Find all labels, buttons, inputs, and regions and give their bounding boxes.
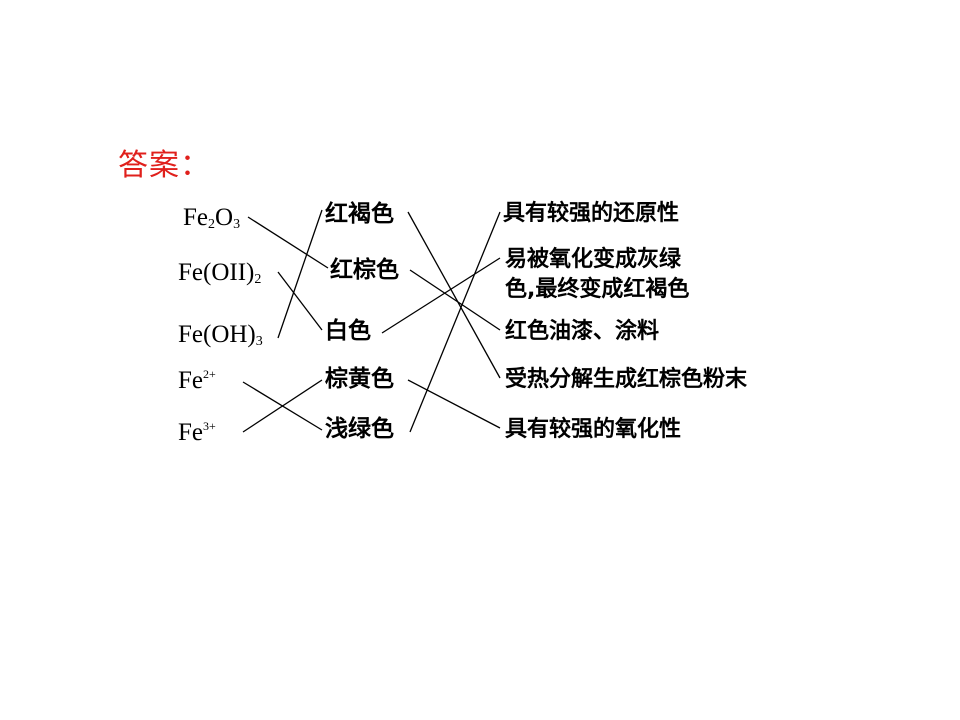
- property-oxidizing: 具有较强的氧化性: [505, 417, 682, 442]
- link-fe2o3-red-brown: [247, 216, 329, 269]
- link-fe3plus-brownish-yellow: [242, 379, 323, 433]
- link-white-oxidized: [381, 257, 501, 334]
- link-red-brown-paint: [409, 269, 501, 331]
- property-paint: 红色油漆、涂料: [505, 319, 660, 344]
- property-oxidized-line2: 色,最终变成红褐色: [505, 277, 690, 302]
- property-oxidized-line1: 易被氧化变成灰绿: [505, 247, 682, 272]
- color-reddish-brown: 红褐色: [325, 201, 394, 227]
- ion-fe2plus: Fe2+: [178, 367, 216, 394]
- property-reducing: 具有较强的还原性: [503, 201, 680, 226]
- ion-fe3plus: Fe3+: [178, 419, 216, 446]
- compound-fe-oh-3: Fe(OH)3: [178, 321, 263, 349]
- color-brownish-yellow: 棕黄色: [325, 366, 394, 392]
- compound-fe-oh-2: Fe(OII)2: [178, 259, 262, 287]
- answer-title: 答案：: [118, 148, 211, 183]
- compound-fe2o3: Fe2O3: [183, 204, 241, 232]
- color-red-brown: 红棕色: [330, 257, 399, 283]
- link-feoh3-reddish-brown: [277, 209, 323, 339]
- color-light-green: 浅绿色: [325, 416, 394, 442]
- property-decompose: 受热分解生成红棕色粉末: [505, 367, 748, 392]
- link-feoh2-white: [277, 271, 323, 331]
- link-brownish-yellow-oxidizing: [407, 379, 501, 429]
- link-light-green-reducing: [409, 211, 501, 433]
- link-reddish-brown-decompose: [407, 211, 501, 379]
- color-white: 白色: [325, 318, 371, 344]
